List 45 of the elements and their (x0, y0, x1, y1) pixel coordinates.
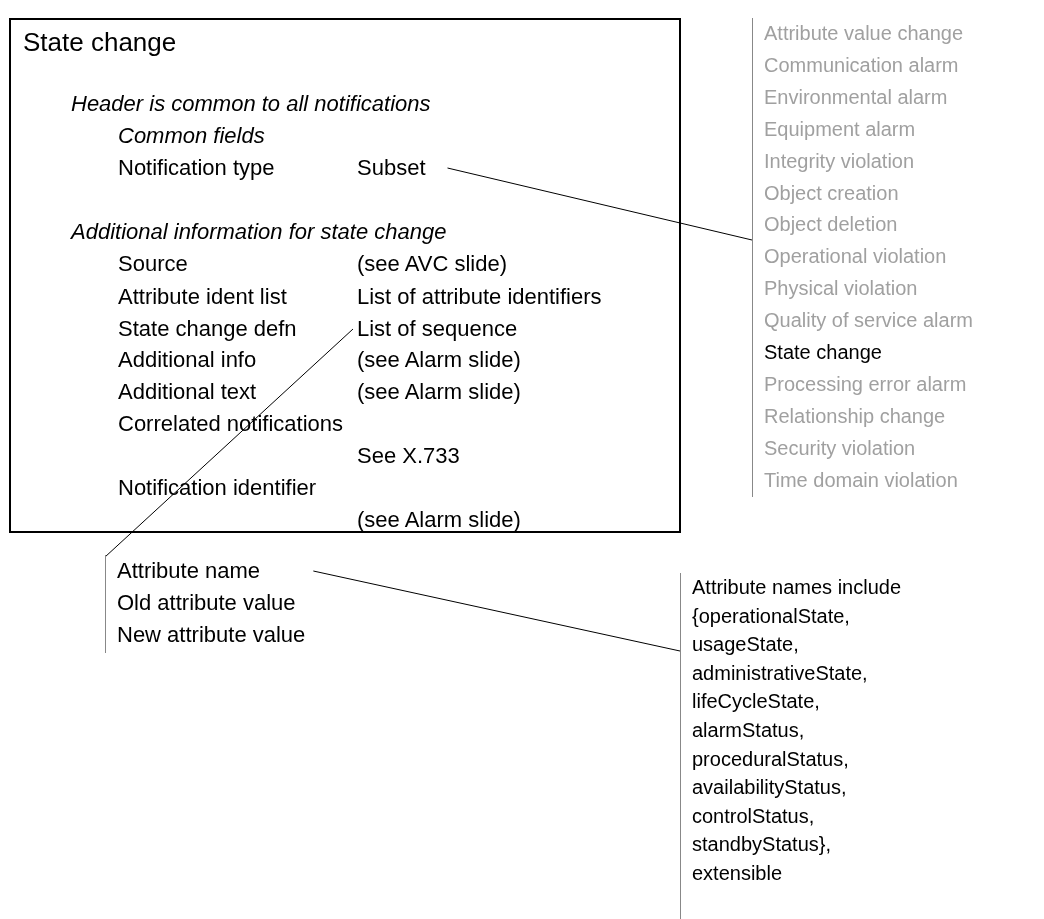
field-text: State change defn (118, 315, 297, 343)
list-item: Environmental alarm (764, 84, 949, 110)
leader-line (447, 167, 753, 241)
field-text: (see Alarm slide) (357, 506, 521, 534)
frame-title: State change (23, 27, 177, 57)
list-item: Attribute value change (764, 21, 965, 46)
list-item: Integrity violation (764, 148, 916, 174)
bracketed-list (752, 18, 973, 497)
list-item: Physical violation (764, 276, 919, 302)
list-item: Communication alarm (764, 52, 960, 78)
list-item: State change (764, 340, 883, 366)
field-text: Common fields (118, 122, 265, 150)
field-text: (see AVC slide) (357, 250, 507, 278)
field-text: Additional information for state change (71, 218, 447, 246)
field-value: List of sequence (357, 313, 518, 345)
field-value: Subset (357, 152, 426, 184)
field-text: (see Alarm slide) (357, 346, 521, 374)
list-item: New attribute value (117, 621, 306, 649)
note-text: {operationalState, usageState, administrativeState, lifeCycleState, alarmStatus, proceduralStatus, availabilityStatus, controlStatus, standbyStatus}, extensible (692, 603, 868, 886)
list-item: Object deletion (764, 212, 899, 238)
field-text: (see Alarm slide) (357, 378, 521, 406)
field-text: Header is common to all notifications (71, 90, 431, 118)
list-item: Relationship change (764, 403, 947, 429)
leader-line (104, 328, 354, 558)
list-item: Operational violation (764, 244, 948, 270)
list-item: Processing error alarm (764, 371, 968, 397)
list-item: Security violation (764, 435, 917, 461)
note-heading: Attribute names include (692, 575, 901, 600)
list-item: Old attribute value (117, 589, 297, 617)
bracketed-list (105, 555, 306, 653)
notification-frame (9, 18, 681, 533)
field-text: Additional text (118, 378, 257, 406)
note-list (680, 573, 901, 919)
field-text: Attribute ident list (118, 283, 287, 311)
leader-line (312, 570, 681, 652)
list-item: Object creation (764, 180, 900, 206)
list-item: Equipment alarm (764, 116, 917, 142)
list-item: Time domain violation (764, 467, 959, 493)
field-text: Additional info (118, 346, 257, 374)
field-text: List of attribute identifiers (357, 283, 602, 311)
field-text: See X.733 (357, 442, 460, 470)
list-item: Quality of service alarm (764, 308, 973, 334)
field-text: Notification type (118, 154, 275, 182)
field-text: Source (118, 250, 188, 278)
list-item: Attribute name (117, 555, 306, 587)
